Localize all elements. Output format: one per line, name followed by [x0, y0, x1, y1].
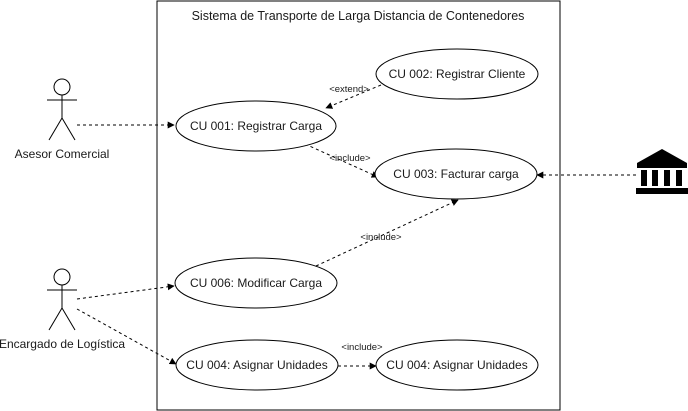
relation-include-001-003 — [304, 143, 379, 178]
stick-figure-icon — [47, 268, 77, 331]
include-label: <include> — [360, 232, 402, 243]
extend-label: <extend> — [329, 84, 369, 95]
use-case-label: CU 002: Registrar Cliente — [389, 67, 526, 81]
relation-extend-002-001 — [325, 84, 382, 109]
stick-figure-icon — [47, 78, 77, 141]
use-case-label: CU 003: Facturar carga — [393, 167, 519, 181]
actor-asesor-comercial[interactable]: Asesor Comercial — [15, 78, 110, 161]
use-case-cu004-asignar[interactable]: CU 004: Asignar Unidades — [175, 339, 339, 391]
include-label: <include> — [341, 342, 383, 353]
use-case-label: CU 006: Modificar Carga — [190, 276, 322, 290]
actor-label: Encargado de Logística — [0, 337, 125, 351]
use-case-cu003[interactable]: CU 003: Facturar carga — [374, 148, 538, 200]
use-case-cu006[interactable]: CU 006: Modificar Carga — [174, 257, 338, 309]
include-label: <include> — [329, 153, 371, 164]
use-case-cu004-asignar-2[interactable]: CU 004: Asignar Unidades — [375, 339, 539, 391]
use-case-label: CU 004: Asignar Unidades — [186, 358, 327, 372]
actor-encargado-logistica[interactable]: Encargado de Logística — [0, 268, 125, 351]
use-case-cu001[interactable]: CU 001: Registrar Carga — [175, 100, 337, 152]
use-case-label: CU 001: Registrar Carga — [190, 119, 322, 133]
assoc-encargado-uc006 — [76, 283, 175, 300]
use-case-cu002[interactable]: CU 002: Registrar Cliente — [375, 48, 539, 100]
assoc-encargado-uc004 — [76, 308, 177, 365]
system-title: Sistema de Transporte de Larga Distancia… — [192, 9, 525, 23]
actor-label: Asesor Comercial — [15, 147, 110, 161]
bank-icon[interactable] — [636, 149, 688, 194]
use-case-label: CU 004: Asignar Unidades — [386, 358, 527, 372]
relation-include-006-003 — [315, 199, 459, 267]
